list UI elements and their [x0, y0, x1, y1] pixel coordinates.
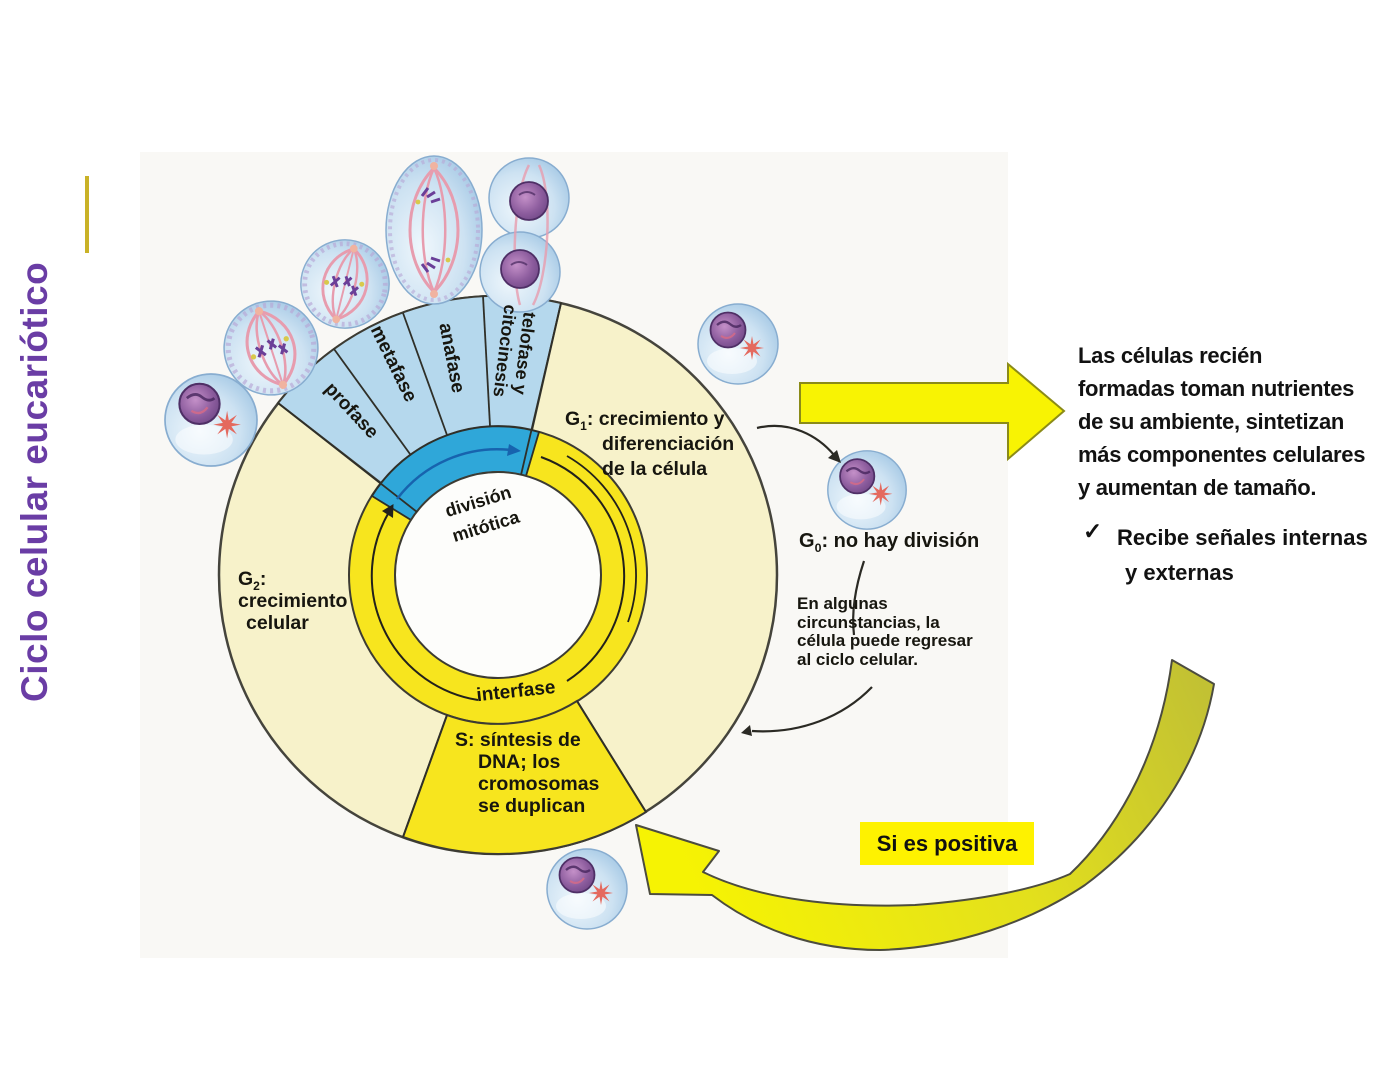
early-prophase-cell-illustration [163, 372, 259, 468]
g1-daughter-cell-illustration [696, 302, 780, 386]
g0-note: En algunas circunstancias, la célula pue… [797, 594, 973, 669]
cycle-wheel [217, 294, 779, 856]
telophase-cell-illustration [478, 156, 571, 314]
slide-title: Ciclo celular eucariótico [14, 261, 55, 702]
phase-dividers [277, 295, 647, 838]
g1-to-g0-arrow [756, 424, 841, 463]
g0-cell-illustration [826, 449, 908, 531]
signals-text: Recibe señales internas y externas [1117, 525, 1368, 585]
title-accent-line [85, 176, 89, 253]
return-to-cycle-arrow [741, 686, 873, 736]
growth-text: Las células recién formadas toman nutrie… [1078, 343, 1366, 500]
s-phase-label: S: síntesis de DNA; los cromosomas se du… [455, 729, 600, 817]
g0-label: G0: no hay división [799, 530, 980, 555]
g1-label: G1: crecimiento y diferenciación de la c… [565, 408, 735, 480]
positive-feedback-arrow [635, 659, 1215, 951]
g2-label: G2: crecimiento celular [238, 568, 348, 634]
s-phase-wedge [401, 699, 648, 855]
interphase-direction-arrow [370, 455, 637, 701]
positive-signal-badge: Si es positiva [860, 822, 1034, 865]
g0-label-leader-line [852, 560, 866, 636]
check-icon: ✓ [1083, 518, 1103, 544]
growth-arrow [799, 361, 1066, 462]
wheel-center [394, 471, 602, 679]
mitosis-direction-arrow [396, 444, 521, 500]
anaphase-cell-illustration [384, 154, 484, 306]
s-entry-cell-illustration [545, 847, 629, 931]
